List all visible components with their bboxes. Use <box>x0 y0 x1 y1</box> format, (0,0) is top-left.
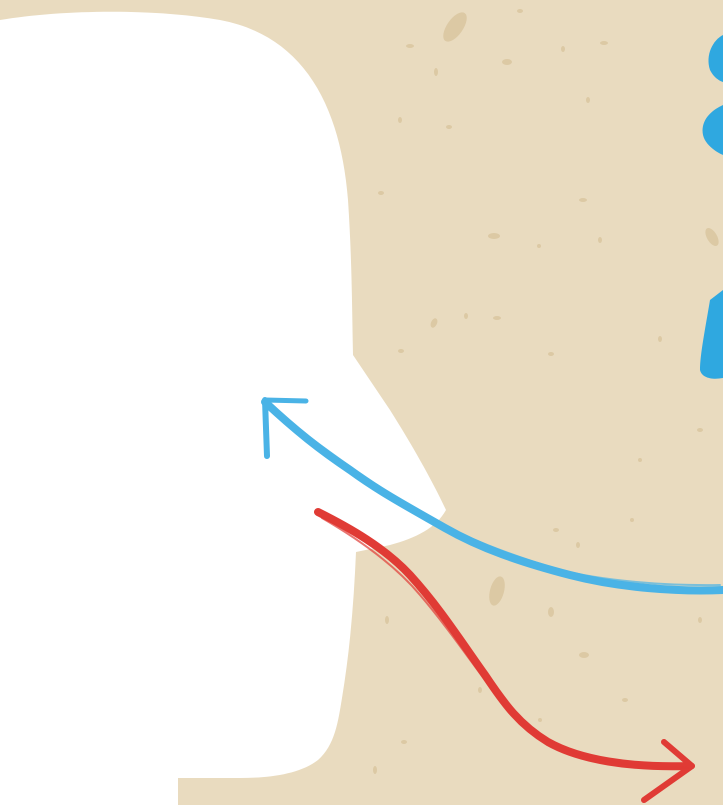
breathing-illustration <box>0 0 723 805</box>
